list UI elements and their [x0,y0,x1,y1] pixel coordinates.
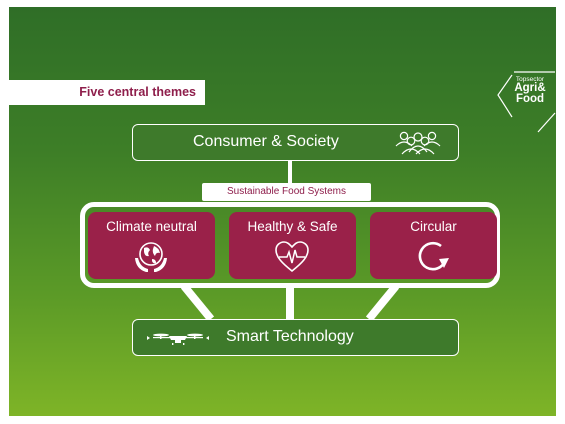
slide-title: Five central themes [9,80,205,105]
logo-wordmark: Agri& Food [508,82,552,105]
connector-right [365,283,400,322]
people-group-icon [395,131,441,155]
circular-arrow-icon [418,241,449,271]
drone-icon [147,333,209,345]
logo-small-text: Topsector [515,76,545,83]
theme-circular: Circular [370,212,497,279]
logo-frame [497,71,556,133]
connector-left [180,283,215,322]
logo-line-1: Agri& [514,82,546,94]
topsector-logo: Topsector Agri& Food [496,69,556,133]
theme-healthy-safe: Healthy & Safe [229,212,356,279]
connector-lines [180,161,400,322]
slide: Five central themes Topsector Agri& Food… [9,7,556,416]
themes-frame [80,202,500,288]
sustainable-food-systems-label: Sustainable Food Systems [202,183,371,201]
logo-line-2: Food [515,93,545,105]
globe-in-hands-icon [135,242,167,272]
smart-technology-label: Smart Technology [226,328,354,345]
smart-technology-band: Smart Technology [132,319,459,356]
theme-climate-neutral: Climate neutral [88,212,215,279]
theme-label: Climate neutral [106,219,197,234]
theme-label: Healthy & Safe [247,219,338,234]
consumer-society-band: Consumer & Society [132,124,459,161]
heart-pulse-icon [275,241,309,273]
theme-label: Circular [410,219,457,234]
consumer-society-label: Consumer & Society [193,133,339,150]
